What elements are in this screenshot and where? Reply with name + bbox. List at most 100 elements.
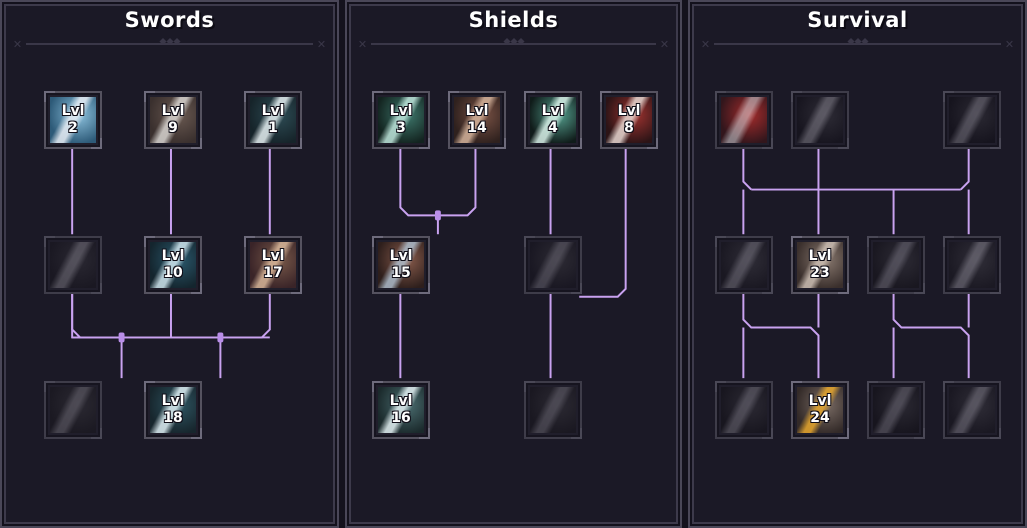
skill-icon-raw-meat-knife-icon	[721, 97, 767, 143]
panel-survival: Survival✕✕LvlLvlLvlLvlLvl23LvlLvlLvlLvl2…	[688, 0, 1027, 528]
skill-icon-highlight	[873, 242, 919, 288]
skill-frame	[372, 236, 430, 294]
skill-frame	[44, 236, 102, 294]
skill-icon-ice-shard-icon	[150, 387, 196, 433]
skill-frame	[715, 381, 773, 439]
panel-divider: ✕✕	[700, 37, 1015, 51]
skill-node-swords-r2c1[interactable]: Lvl	[44, 236, 102, 294]
skill-frame	[791, 91, 849, 149]
skill-frame	[600, 91, 658, 149]
skill-icon-dark-hammer-icon	[530, 387, 576, 433]
skill-frame	[144, 91, 202, 149]
skill-node-survival-r3c4[interactable]: Lvl	[943, 381, 1001, 439]
skill-icon-highlight	[150, 387, 196, 433]
skill-icon-highlight	[378, 387, 424, 433]
panel-title-shields: Shields	[468, 8, 559, 32]
skill-node-survival-r1c2[interactable]: Lvl	[791, 91, 849, 149]
skill-icon-highlight	[530, 242, 576, 288]
skill-node-survival-r3c3[interactable]: Lvl	[867, 381, 925, 439]
skill-grid: LvlLvlLvlLvlLvl23LvlLvlLvlLvl24LvlLvl	[690, 2, 1025, 526]
skill-icon-highlight	[150, 242, 196, 288]
skill-frame	[244, 236, 302, 294]
panel-title-swords: Swords	[124, 8, 215, 32]
skill-icon-highlight	[721, 97, 767, 143]
skill-icon-highlight	[949, 387, 995, 433]
skill-icon-highlight	[150, 97, 196, 143]
skill-icon-dark-boulder-icon	[530, 242, 576, 288]
skill-icon-highlight	[797, 97, 843, 143]
skill-node-survival-r1c4[interactable]: Lvl	[943, 91, 1001, 149]
divider-end-icon: ✕	[316, 38, 327, 51]
panel-title-survival: Survival	[807, 8, 908, 32]
skill-frame	[943, 91, 1001, 149]
skill-icon-highlight	[949, 242, 995, 288]
skill-frame	[44, 91, 102, 149]
panel-divider: ✕✕	[357, 37, 670, 51]
skill-frame	[44, 381, 102, 439]
skill-frame	[943, 381, 1001, 439]
skill-icon-red-shield-icon	[606, 97, 652, 143]
divider-end-icon: ✕	[12, 38, 23, 51]
skill-grid: Lvl3Lvl14Lvl4Lvl8Lvl15LvlLvl16Lvl	[347, 2, 680, 526]
skill-icon-blue-sword-slash-icon	[50, 97, 96, 143]
skill-icon-highlight	[721, 242, 767, 288]
skill-icon-highlight	[797, 387, 843, 433]
skill-icon-highlight	[721, 387, 767, 433]
skill-icon-brown-wall-shield-icon	[378, 242, 424, 288]
skill-node-survival-r1c1[interactable]: Lvl	[715, 91, 773, 149]
skill-icon-highlight	[250, 242, 296, 288]
skill-node-shields-r2c3[interactable]: Lvl	[524, 236, 582, 294]
skill-icon-dark-smoke-icon	[949, 97, 995, 143]
skill-node-survival-r2c1[interactable]: Lvl	[715, 236, 773, 294]
skill-frame	[524, 236, 582, 294]
skill-icon-camo-pelt-icon	[797, 242, 843, 288]
skill-icon-dark-axe-icon	[50, 387, 96, 433]
panel-shields: Shields✕✕Lvl3Lvl14Lvl4Lvl8Lvl15LvlLvl16L…	[345, 0, 682, 528]
skill-icon-highlight	[378, 97, 424, 143]
skill-frame	[791, 381, 849, 439]
skill-icon-highlight	[250, 97, 296, 143]
panel-divider: ✕✕	[12, 37, 327, 51]
skill-frame	[524, 381, 582, 439]
skill-icon-dark-leaf-icon	[721, 242, 767, 288]
skill-icon-dark-bandage-icon	[949, 242, 995, 288]
skill-node-survival-r3c1[interactable]: Lvl	[715, 381, 773, 439]
divider-end-icon: ✕	[357, 38, 368, 51]
divider-end-icon: ✕	[1004, 38, 1015, 51]
skill-frame	[372, 91, 430, 149]
skill-icon-highlight	[50, 97, 96, 143]
skill-frame	[867, 236, 925, 294]
skill-icon-dark-face-icon	[949, 387, 995, 433]
skill-node-survival-r2c3[interactable]: Lvl	[867, 236, 925, 294]
skill-icon-ice-wall-icon	[378, 387, 424, 433]
skill-frame	[448, 91, 506, 149]
skill-frame	[867, 381, 925, 439]
skill-node-shields-r3c3[interactable]: Lvl	[524, 381, 582, 439]
skill-node-swords-r3c1[interactable]: Lvl	[44, 381, 102, 439]
skill-icon-brown-warrior-icon	[454, 97, 500, 143]
skill-icon-brown-blade-icon	[150, 97, 196, 143]
skill-frame	[244, 91, 302, 149]
skill-node-survival-r2c4[interactable]: Lvl	[943, 236, 1001, 294]
skill-frame	[144, 381, 202, 439]
skill-icon-highlight	[949, 97, 995, 143]
skill-icon-highlight	[797, 242, 843, 288]
skill-frame	[943, 236, 1001, 294]
skill-icon-highlight	[606, 97, 652, 143]
skill-icon-highlight	[530, 387, 576, 433]
